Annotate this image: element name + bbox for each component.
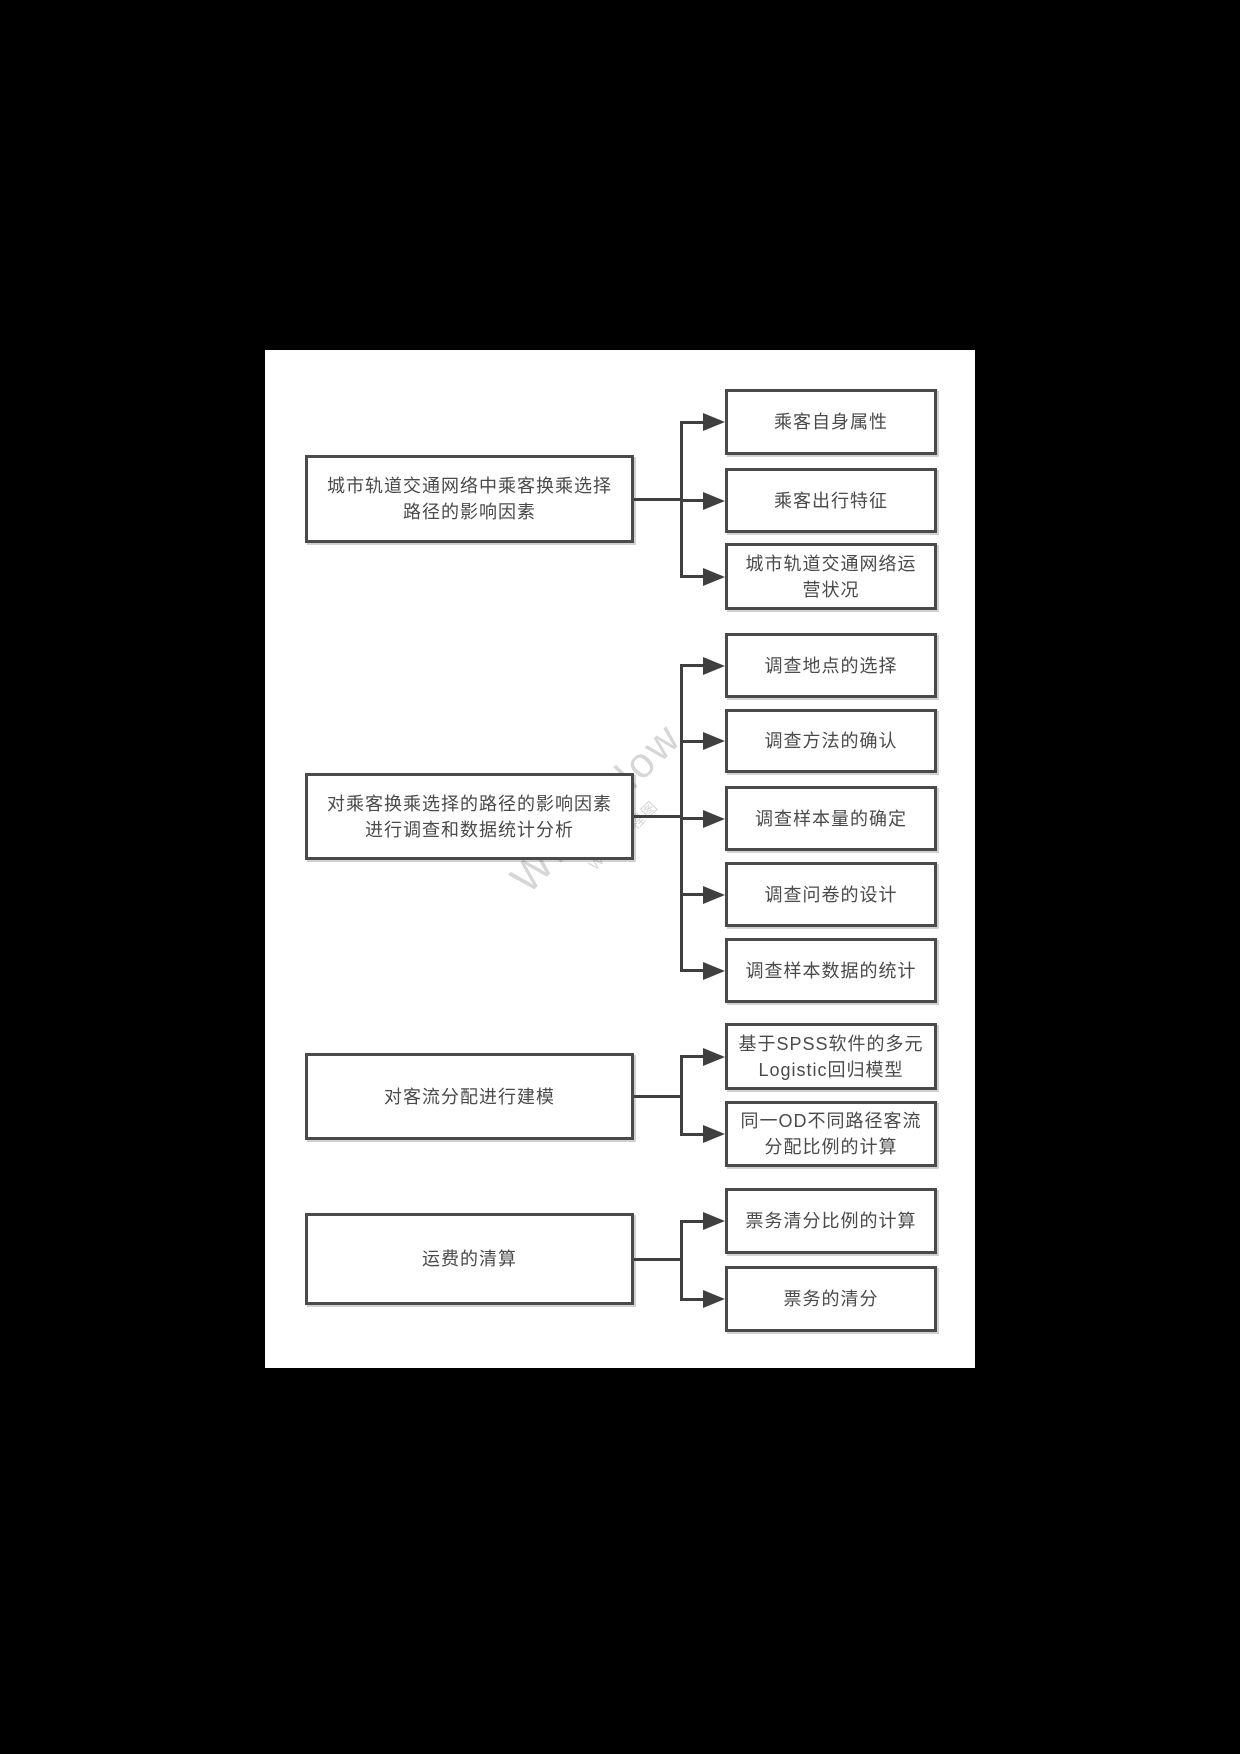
source-box: 城市轨道交通网络中乘客换乘选择路径的影响因素	[305, 455, 634, 543]
connector-trunk	[680, 1219, 683, 1301]
arrow-head-icon	[703, 1290, 725, 1308]
connector-line	[634, 1095, 683, 1098]
target-box: 调查问卷的设计	[725, 862, 937, 927]
box-label-line: Logistic回归模型	[758, 1059, 904, 1080]
arrow-head-icon	[703, 491, 725, 510]
connector-branch	[680, 1132, 705, 1136]
target-box: 同一OD不同路径客流分配比例的计算	[725, 1101, 937, 1167]
target-box: 乘客自身属性	[725, 389, 937, 455]
arrow-head-icon	[703, 413, 725, 431]
connector-branch	[680, 739, 705, 743]
box-label-line: 调查样本数据的统计	[745, 960, 917, 981]
target-box: 票务清分比例的计算	[725, 1188, 937, 1254]
arrow-head-icon	[703, 567, 725, 586]
box-label-line: 乘客自身属性	[774, 412, 888, 432]
box-label-line: 乘客出行特征	[774, 490, 888, 511]
target-box: 调查样本数据的统计	[725, 938, 937, 1003]
box-label-line: 路径的影响因素	[403, 502, 536, 522]
box-label-line: 调查样本量的确定	[755, 808, 907, 829]
target-box: 调查方法的确认	[725, 709, 937, 773]
connector-line	[634, 1257, 683, 1261]
arrow-head-icon	[703, 1125, 725, 1143]
box-label-line: 城市轨道交通网络中乘客换乘选择	[327, 476, 612, 496]
connector-branch	[680, 499, 705, 502]
connector-branch	[680, 1055, 705, 1058]
connector-branch	[680, 969, 705, 972]
arrow-head-icon	[703, 885, 725, 904]
arrow-head-icon	[703, 732, 725, 750]
box-label-line: 对客流分配进行建模	[384, 1086, 555, 1107]
box-label-line: 调查地点的选择	[764, 655, 898, 676]
target-box: 调查地点的选择	[725, 633, 937, 698]
target-box: 调查样本量的确定	[725, 786, 937, 851]
box-label-line: 进行调查和数据统计分析	[365, 819, 574, 840]
arrow-head-icon	[703, 656, 725, 675]
source-box: 对乘客换乘选择的路径的影响因素进行调查和数据统计分析	[305, 773, 634, 860]
connector-line	[634, 497, 683, 501]
source-box: 对客流分配进行建模	[305, 1053, 634, 1140]
box-label-line: 城市轨道交通网络运	[745, 553, 917, 574]
box-label-line: 调查问卷的设计	[764, 884, 898, 905]
connector-branch	[680, 575, 705, 578]
target-box: 票务的清分	[725, 1266, 937, 1332]
connector-branch	[680, 420, 705, 424]
box-label-line: 票务的清分	[783, 1289, 879, 1309]
box-label-line: 基于SPSS软件的多元	[738, 1033, 924, 1054]
source-box: 运费的清算	[305, 1213, 634, 1305]
target-box: 基于SPSS软件的多元 Logistic回归模型	[725, 1023, 937, 1090]
flowchart-page: WPS Flow WPS流程图 城市轨道交通网络中乘客换乘选择路径的影响因素乘客…	[265, 350, 975, 1368]
connector-branch	[680, 817, 705, 820]
connector-branch	[680, 1297, 705, 1301]
connector-trunk	[680, 1055, 683, 1136]
arrow-head-icon	[703, 809, 725, 828]
box-label-line: 分配比例的计算	[764, 1137, 898, 1157]
box-label-line: 运费的清算	[422, 1249, 517, 1269]
connector-line	[634, 815, 683, 818]
box-label-line: 票务清分比例的计算	[745, 1211, 917, 1231]
box-label-line: 同一OD不同路径客流	[740, 1111, 922, 1131]
box-label-line: 营状况	[802, 579, 860, 600]
box-label-line: 调查方法的确认	[764, 731, 898, 751]
arrow-head-icon	[703, 1212, 725, 1230]
connector-branch	[680, 664, 705, 667]
connector-branch	[680, 893, 705, 896]
arrow-head-icon	[703, 961, 725, 980]
target-box: 城市轨道交通网络运营状况	[725, 543, 937, 610]
arrow-head-icon	[703, 1047, 725, 1066]
connector-branch	[680, 1219, 705, 1223]
target-box: 乘客出行特征	[725, 468, 937, 533]
box-label-line: 对乘客换乘选择的路径的影响因素	[327, 793, 612, 814]
